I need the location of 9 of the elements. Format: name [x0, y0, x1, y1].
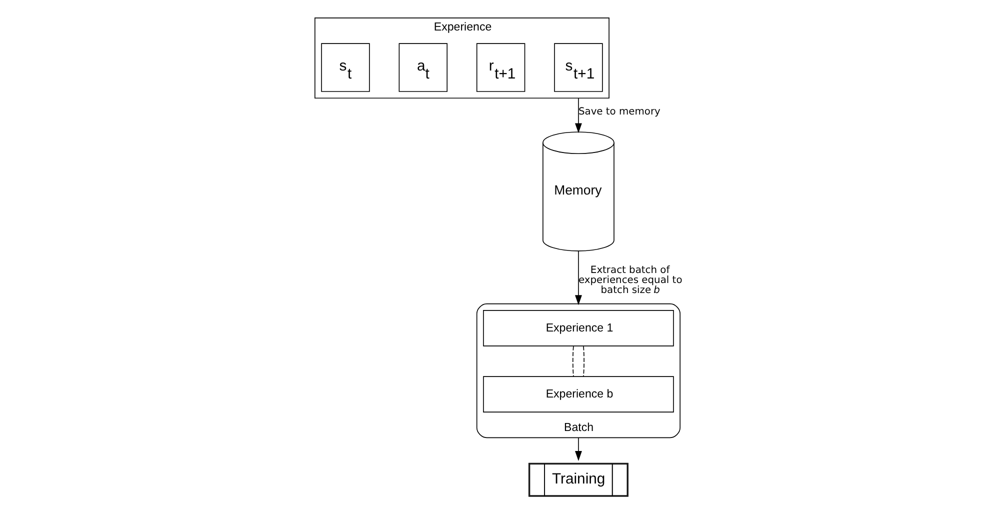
node-box: Experience 1	[482, 310, 674, 346]
edge-label: Save to memory	[578, 106, 660, 118]
arrow	[574, 250, 582, 306]
connector	[572, 346, 574, 377]
connector	[582, 346, 584, 377]
arrow	[574, 98, 582, 134]
node-box: Experience b	[482, 376, 674, 412]
arrow	[574, 437, 582, 461]
edge-label: Extract batch of experiences equal to batch size b	[578, 264, 682, 296]
